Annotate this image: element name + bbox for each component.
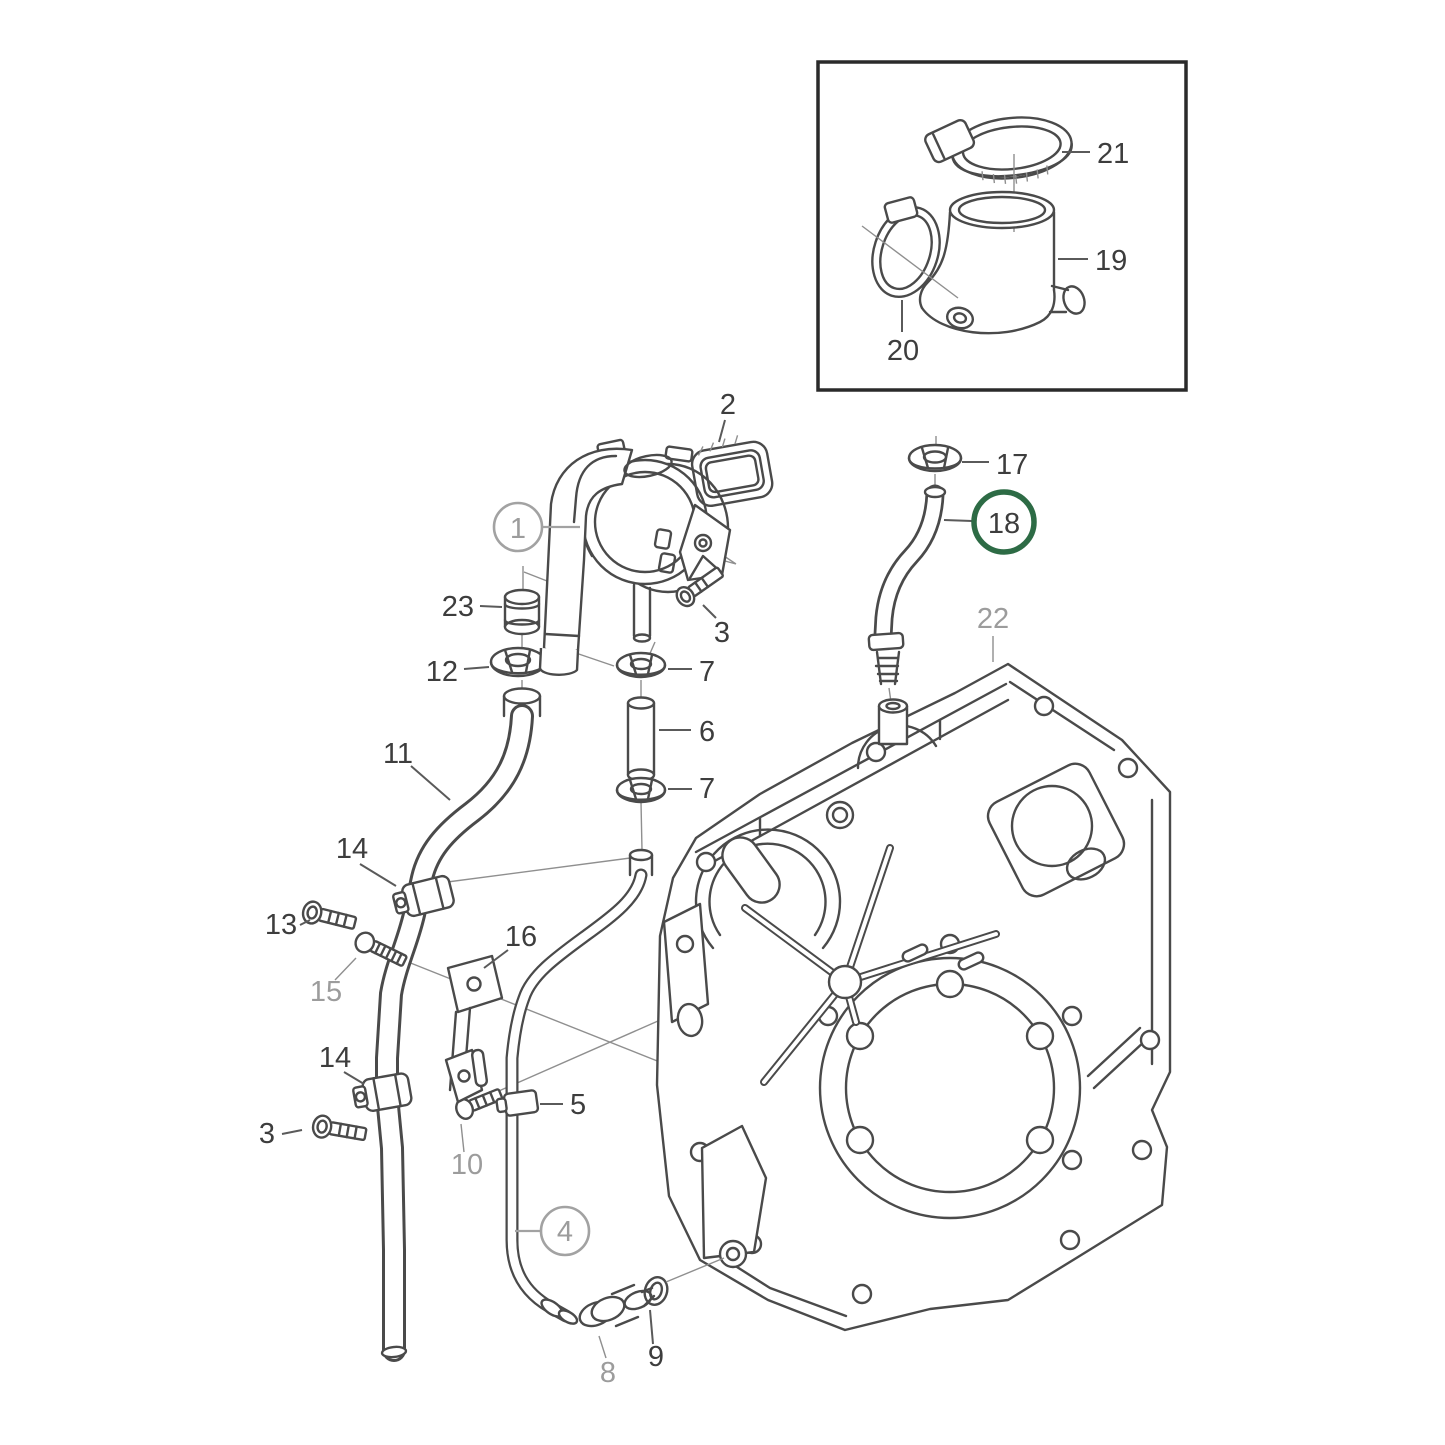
clamp-14-upper [392, 874, 455, 918]
outlet-stub [632, 583, 652, 643]
hose-clamp-20 [861, 196, 959, 299]
detail-inset [816, 60, 1188, 392]
callout-circle-1[interactable] [492, 501, 544, 553]
timing-cover-22 [655, 662, 1172, 1332]
callout-label-11[interactable]: 11 [383, 738, 413, 770]
callout-label-18[interactable]: 18 [988, 508, 1020, 540]
leader-lines [281, 151, 1090, 1359]
casting-ribs [741, 844, 1148, 1090]
callout-label-7-lower[interactable]: 7 [699, 773, 715, 805]
callout-label-13[interactable]: 13 [265, 909, 297, 941]
hose-11 [375, 704, 534, 1362]
assembly-lines [397, 436, 937, 1095]
nut-7-upper [615, 651, 667, 679]
crank-opening [818, 956, 1082, 1220]
callout-label-21[interactable]: 21 [1097, 138, 1129, 170]
callout-label-3-upper[interactable]: 3 [714, 617, 730, 649]
cap-nut-17 [907, 443, 963, 473]
callout-label-8[interactable]: 8 [600, 1357, 616, 1389]
oil-pipe-4 [505, 848, 654, 1325]
bolt-13 [301, 900, 358, 930]
bolt-3-lower [311, 1114, 368, 1142]
callout-label-1[interactable]: 1 [510, 513, 526, 545]
connector-housing-19 [918, 190, 1086, 335]
vent-pipe-18 [867, 484, 947, 686]
callout-label-5[interactable]: 5 [570, 1089, 586, 1121]
callout-label-20[interactable]: 20 [887, 335, 919, 367]
dowel-pins [901, 943, 985, 971]
callout-label-10[interactable]: 10 [451, 1149, 483, 1181]
bushing-23 [503, 588, 541, 636]
drain-boss [718, 1239, 748, 1269]
fitting-8 [578, 1283, 656, 1328]
bolt-holes [689, 695, 1161, 1305]
callout-label-19[interactable]: 19 [1095, 245, 1127, 277]
gasket-2 [690, 435, 774, 507]
callout-label-2[interactable]: 2 [720, 389, 736, 421]
callout-label-14-lower[interactable]: 14 [319, 1042, 351, 1074]
callout-label-3-lower[interactable]: 3 [259, 1118, 275, 1150]
clamp-14-lower [352, 1072, 413, 1113]
bolt-3-upper [675, 566, 724, 608]
nut-7-lower [615, 776, 667, 804]
callout-label-23[interactable]: 23 [442, 591, 474, 623]
callout-label-17[interactable]: 17 [996, 449, 1028, 481]
callout-label-12[interactable]: 12 [426, 656, 458, 688]
assembly-line-9 [665, 1257, 725, 1283]
callout-label-9[interactable]: 9 [648, 1341, 664, 1373]
callout-label-7-upper[interactable]: 7 [699, 656, 715, 688]
callout-circle-4[interactable] [539, 1205, 591, 1257]
callout-label-4[interactable]: 4 [557, 1216, 573, 1248]
nut-12 [489, 646, 547, 678]
vent-port-boss [877, 698, 909, 746]
callout-label-22[interactable]: 22 [977, 603, 1009, 635]
callout-label-14-upper[interactable]: 14 [336, 833, 368, 865]
o-ring-9 [643, 1276, 669, 1306]
highlight-circle-18[interactable] [971, 489, 1037, 555]
bracket-16 [444, 954, 504, 1104]
clamp-5 [495, 1089, 540, 1117]
breather-assembly-1 [538, 438, 732, 676]
callout-label-15[interactable]: 15 [310, 976, 342, 1008]
clamp-screw-housing [924, 118, 976, 164]
hose-end-stub [502, 687, 542, 718]
callout-label-16[interactable]: 16 [505, 921, 537, 953]
breather-down-tube [538, 447, 673, 676]
bolt-15 [354, 931, 408, 967]
callout-label-6[interactable]: 6 [699, 716, 715, 748]
pipe-6 [626, 696, 656, 782]
threaded-stud [874, 650, 901, 686]
